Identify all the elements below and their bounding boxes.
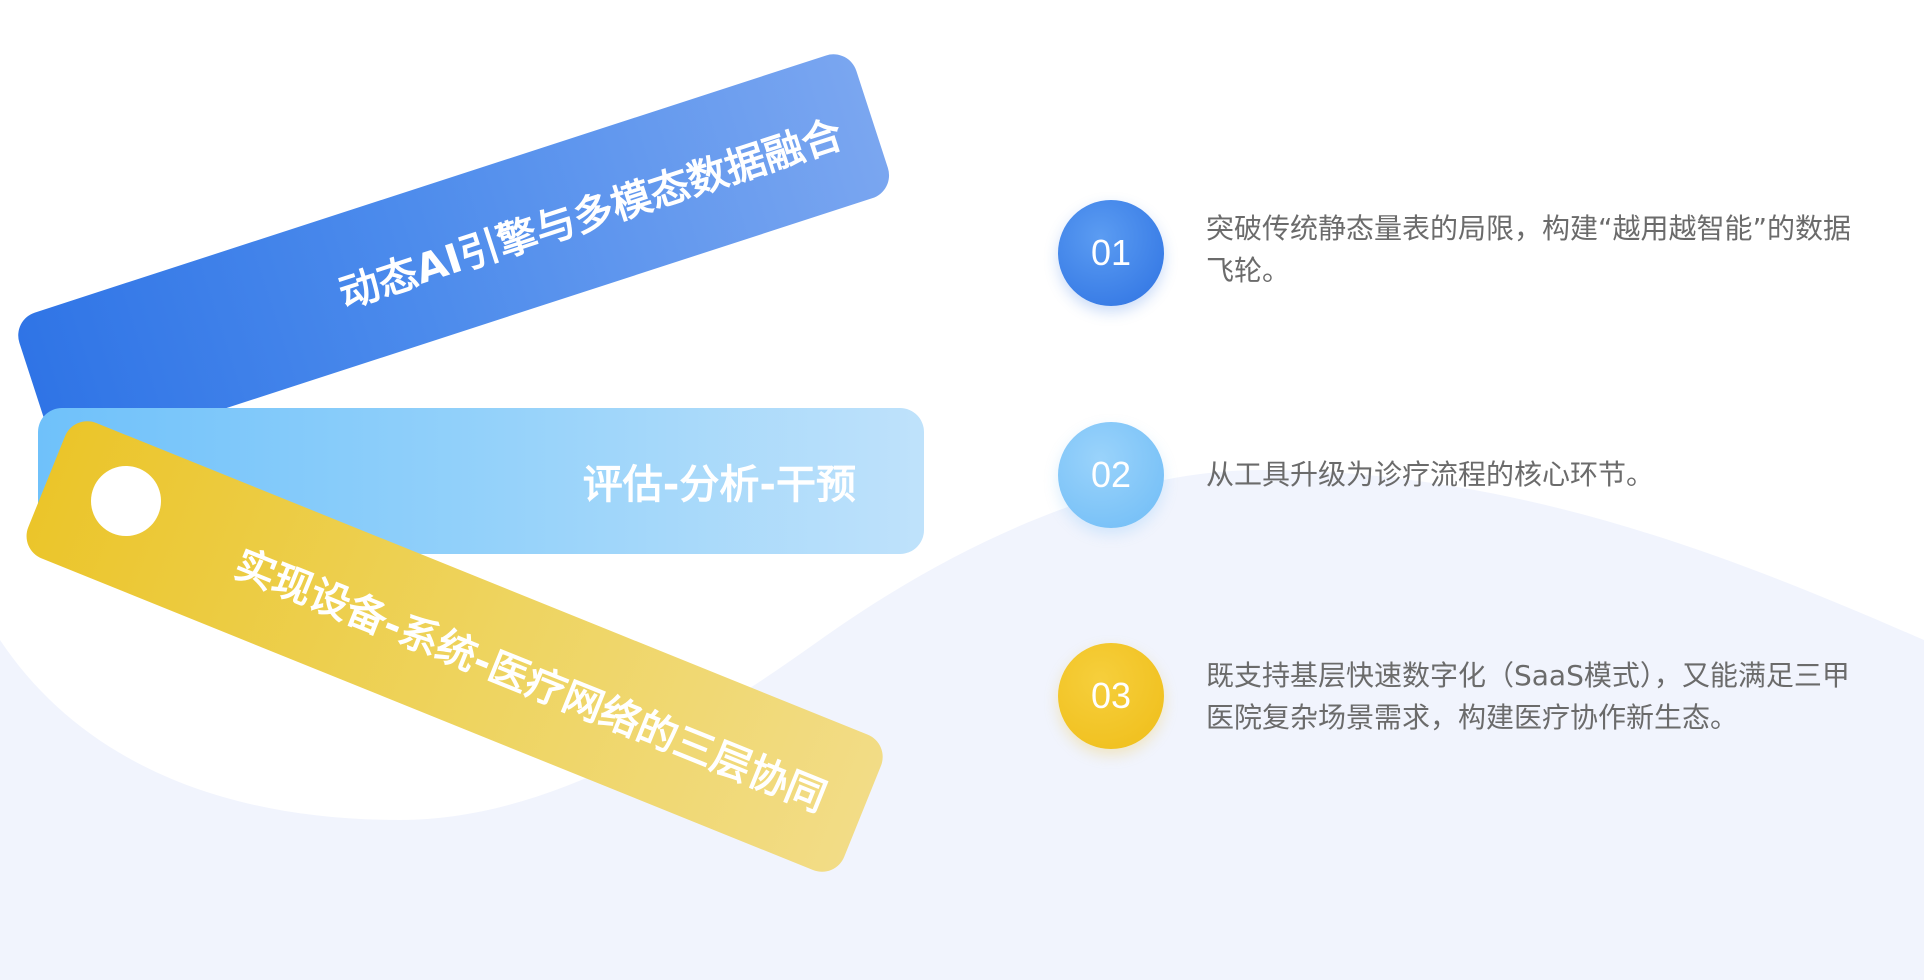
point-2-badge: 02 bbox=[1058, 422, 1164, 528]
card-assess-label: 评估-分析-干预 bbox=[582, 462, 856, 508]
point-1-badge: 01 bbox=[1058, 200, 1164, 306]
point-3-text: 既支持基层快速数字化（SaaS模式），又能满足三甲医院复杂场景需求，构建医疗协作… bbox=[1206, 659, 1850, 734]
point-1-text: 突破传统静态量表的局限，构建“越用越智能”的数据飞轮。 bbox=[1206, 212, 1852, 287]
card-ai-engine-label: 动态AI引擎与多模态数据融合 bbox=[333, 111, 849, 319]
card-synergy-label: 实现设备-系统-医疗网络的三层协同 bbox=[228, 541, 833, 822]
point-3-badge: 03 bbox=[1058, 643, 1164, 749]
point-2-text: 从工具升级为诊疗流程的核心环节。 bbox=[1206, 458, 1655, 491]
feature-cards-fan: 动态AI引擎与多模态数据融合 评估-分析-干预 实现设备-系统-医疗网络的三层协… bbox=[0, 0, 960, 980]
card-ai-engine: 动态AI引擎与多模态数据融合 bbox=[12, 48, 896, 463]
card-pin-hole bbox=[91, 466, 161, 536]
